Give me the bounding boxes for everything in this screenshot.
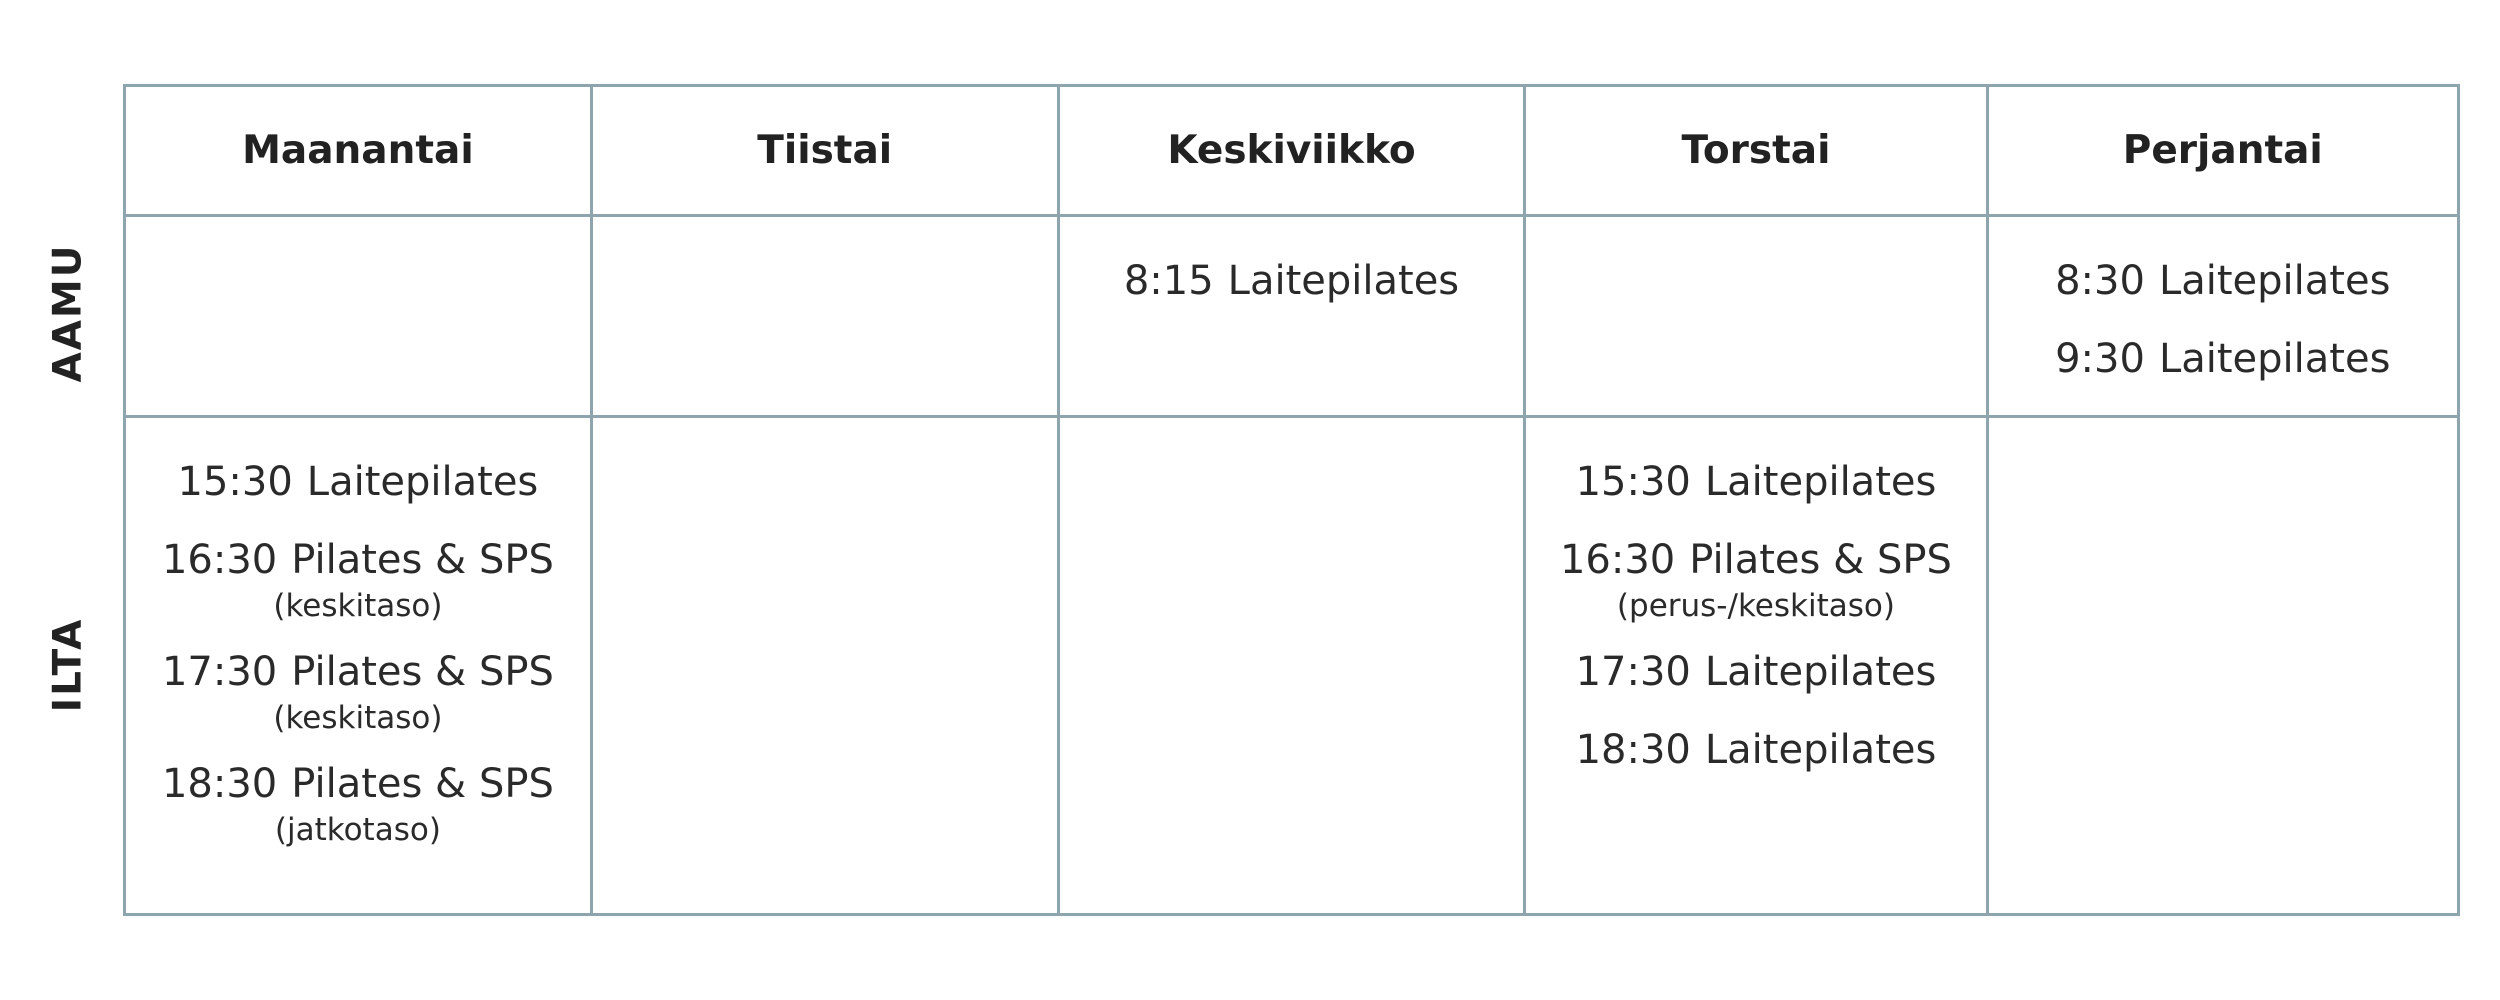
cell-wednesday-evening [1056, 415, 1527, 916]
class-entry: 15:30 Laitepilates [1576, 452, 1937, 512]
class-time: 9:30 [2055, 336, 2145, 383]
class-time: 16:30 [1559, 537, 1676, 584]
class-time: 18:30 [1575, 727, 1691, 774]
class-level: (jatkotaso) [274, 812, 441, 849]
class-time: 8:30 [2055, 258, 2145, 305]
cell-tuesday-morning [589, 214, 1060, 419]
class-name: Laitepilates [306, 459, 539, 506]
class-entry-main: 16:30 Pilates & SPS [162, 530, 554, 590]
class-name: Pilates & SPS [291, 537, 554, 584]
day-header-thursday: Torstai [1523, 83, 1989, 218]
class-name: Pilates & SPS [291, 761, 554, 808]
class-time: 18:30 [161, 761, 278, 808]
weekly-schedule-table: Maanantai Tiistai Keskiviikko Torstai Pe… [123, 83, 2461, 916]
cell-friday-evening [1985, 415, 2461, 916]
class-entry-main: 18:30 Pilates & SPS [162, 754, 554, 814]
class-entry-main: 9:30 Laitepilates [2055, 329, 2390, 389]
class-name: Laitepilates [2158, 336, 2391, 383]
class-time: 16:30 [161, 537, 278, 584]
cell-monday-morning [123, 214, 593, 419]
class-entry: 16:30 Pilates & SPS (perus-/keskitaso) [1560, 530, 1952, 624]
day-header-monday: Maanantai [123, 83, 593, 218]
class-name: Laitepilates [1704, 459, 1937, 506]
cell-tuesday-evening [589, 415, 1060, 916]
class-level: (keskitaso) [273, 588, 443, 625]
class-name: Laitepilates [2158, 258, 2391, 305]
class-time: 17:30 [161, 649, 278, 696]
class-level: (keskitaso) [273, 700, 443, 737]
class-entry: 8:15 Laitepilates [1124, 251, 1459, 311]
class-entry: 15:30 Laitepilates [178, 452, 539, 512]
day-header-friday: Perjantai [1985, 83, 2461, 218]
class-entry: 9:30 Laitepilates [2055, 329, 2390, 389]
class-entry: 17:30 Laitepilates [1576, 642, 1937, 702]
row-label-morning: AAMU [45, 243, 91, 383]
class-entry-main: 15:30 Laitepilates [1576, 452, 1937, 512]
cell-wednesday-morning: 8:15 Laitepilates [1056, 214, 1527, 419]
class-entry-main: 17:30 Pilates & SPS [162, 642, 554, 702]
class-name: Pilates & SPS [291, 649, 554, 696]
class-entry: 16:30 Pilates & SPS (keskitaso) [162, 530, 554, 624]
day-header-wednesday: Keskiviikko [1056, 83, 1527, 218]
class-entry-main: 18:30 Laitepilates [1576, 720, 1937, 780]
class-entry-main: 8:30 Laitepilates [2055, 251, 2390, 311]
cell-thursday-morning [1523, 214, 1989, 419]
class-level: (perus-/keskitaso) [1616, 588, 1895, 625]
class-entry: 18:30 Laitepilates [1576, 720, 1937, 780]
class-name: Laitepilates [1227, 258, 1460, 305]
class-entry-main: 8:15 Laitepilates [1124, 251, 1459, 311]
row-label-evening: ILTA [45, 617, 91, 713]
class-time: 15:30 [1575, 459, 1691, 506]
class-entry-main: 17:30 Laitepilates [1576, 642, 1937, 702]
day-header-tuesday: Tiistai [589, 83, 1060, 218]
class-entry: 18:30 Pilates & SPS (jatkotaso) [162, 754, 554, 848]
class-entry-main: 15:30 Laitepilates [178, 452, 539, 512]
class-name: Laitepilates [1704, 649, 1937, 696]
class-time: 15:30 [177, 459, 293, 506]
class-name: Pilates & SPS [1689, 537, 1952, 584]
class-time: 8:15 [1123, 258, 1214, 305]
class-entry-main: 16:30 Pilates & SPS [1560, 530, 1952, 590]
day-header-row: Maanantai Tiistai Keskiviikko Torstai Pe… [123, 83, 2461, 218]
class-entry: 8:30 Laitepilates [2055, 251, 2390, 311]
class-entry: 17:30 Pilates & SPS (keskitaso) [162, 642, 554, 736]
class-time: 17:30 [1575, 649, 1691, 696]
class-name: Laitepilates [1704, 727, 1937, 774]
